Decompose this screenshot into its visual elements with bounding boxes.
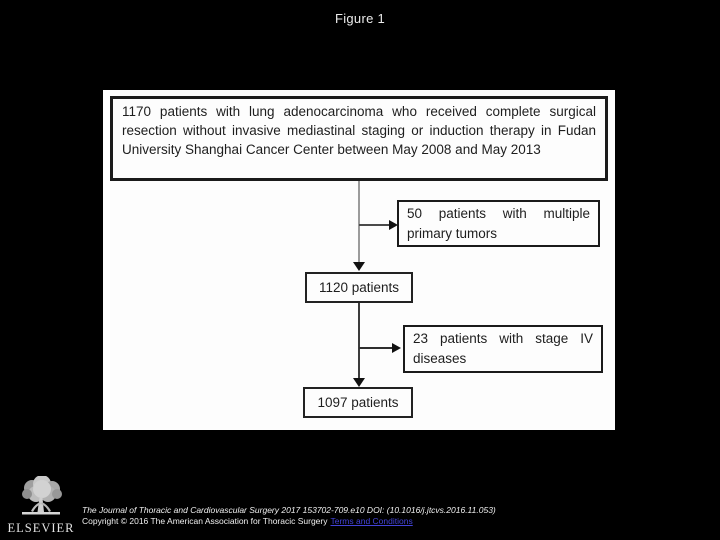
arrowhead-right-1-icon (389, 220, 398, 230)
arrowhead-down-1-icon (353, 262, 365, 271)
connector-horizontal-1 (359, 224, 391, 226)
arrowhead-right-2-icon (392, 343, 401, 353)
copyright-text: Copyright © 2016 The American Associatio… (82, 516, 328, 526)
flowchart-panel: 1170 patients with lung adenocarcinoma w… (103, 90, 615, 430)
credits-block: The Journal of Thoracic and Cardiovascul… (82, 505, 642, 527)
elsevier-logo: ELSEVIER (4, 476, 78, 536)
elsevier-tree-icon (22, 476, 62, 515)
arrowhead-down-2-icon (353, 378, 365, 387)
copyright-line: Copyright © 2016 The American Associatio… (82, 516, 642, 527)
journal-citation: The Journal of Thoracic and Cardiovascul… (82, 505, 496, 515)
connector-vertical-1 (358, 181, 360, 262)
flowchart-node-1120: 1120 patients (305, 272, 413, 303)
flowchart-node-1097: 1097 patients (303, 387, 413, 418)
flowchart-exclusion-box-1: 50 patients with multiple primary tumors (397, 200, 600, 247)
flowchart-source-box: 1170 patients with lung adenocarcinoma w… (110, 96, 608, 181)
elsevier-wordmark: ELSEVIER (7, 521, 75, 535)
terms-and-conditions-link[interactable]: Terms and Conditions (330, 516, 413, 526)
flowchart-exclusion-box-2: 23 patients with stage IV diseases (403, 325, 603, 373)
connector-vertical-2 (358, 303, 360, 378)
connector-horizontal-2 (359, 347, 393, 349)
figure-title: Figure 1 (334, 11, 386, 26)
